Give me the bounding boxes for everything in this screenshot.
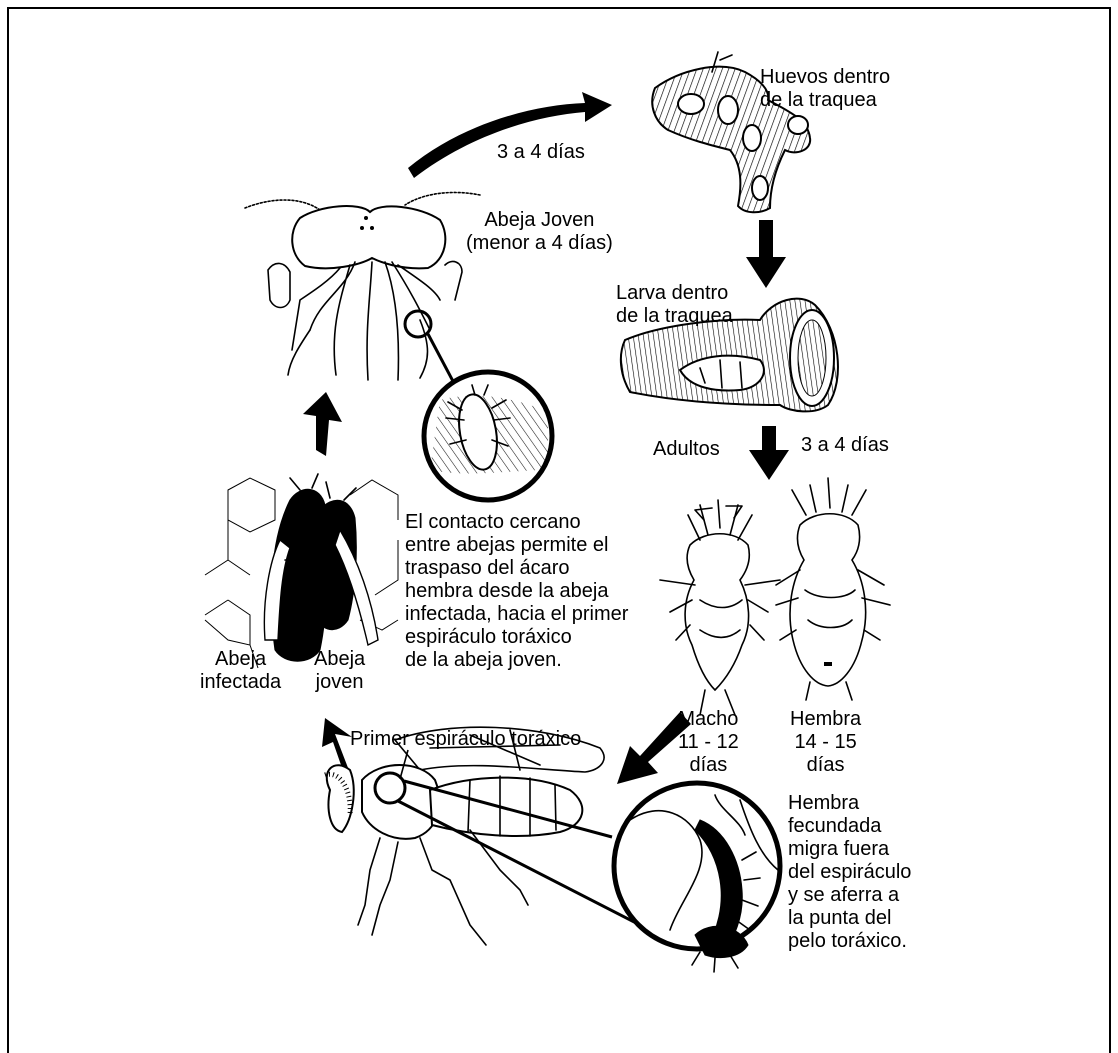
young-bee-label: Abeja Joven (menor a 4 días) [466, 209, 613, 255]
spiracle-label: Primer espiráculo toráxico [350, 728, 581, 751]
male-label: Macho 11 - 12 días [678, 708, 739, 777]
adults-label: Adultos [653, 438, 720, 461]
larva-label: Larva dentro de la traquea [616, 282, 733, 328]
infected-bee-label: Abeja infectada [200, 648, 281, 694]
arrow-eggs-to-larva [746, 220, 786, 288]
bee-head-trachea-illustration [245, 192, 480, 385]
bees-on-comb-illustration [205, 474, 398, 668]
eggs-label: Huevos dentro de la traquea [760, 66, 890, 112]
female-label: Hembra 14 - 15 días [790, 708, 861, 777]
fertilized-female-description: Hembra fecundada migra fuera del espirác… [788, 792, 911, 953]
male-mite-illustration [660, 500, 780, 715]
contact-description: El contacto cercano entre abejas permite… [405, 511, 628, 672]
hair-magnifier-illustration [614, 783, 780, 972]
days-adults-label: 3 a 4 días [801, 434, 889, 457]
arrow-contact-to-young-bee [303, 392, 342, 456]
days-eggs-label: 3 a 4 días [497, 141, 585, 164]
mite-magnifier-illustration [424, 372, 552, 500]
young-bee-small-label: Abeja joven [314, 648, 365, 694]
bee-side-illustration [325, 727, 644, 945]
arrow-to-eggs [408, 92, 612, 178]
arrow-larva-to-adults [749, 426, 789, 480]
female-mite-illustration [776, 478, 890, 700]
